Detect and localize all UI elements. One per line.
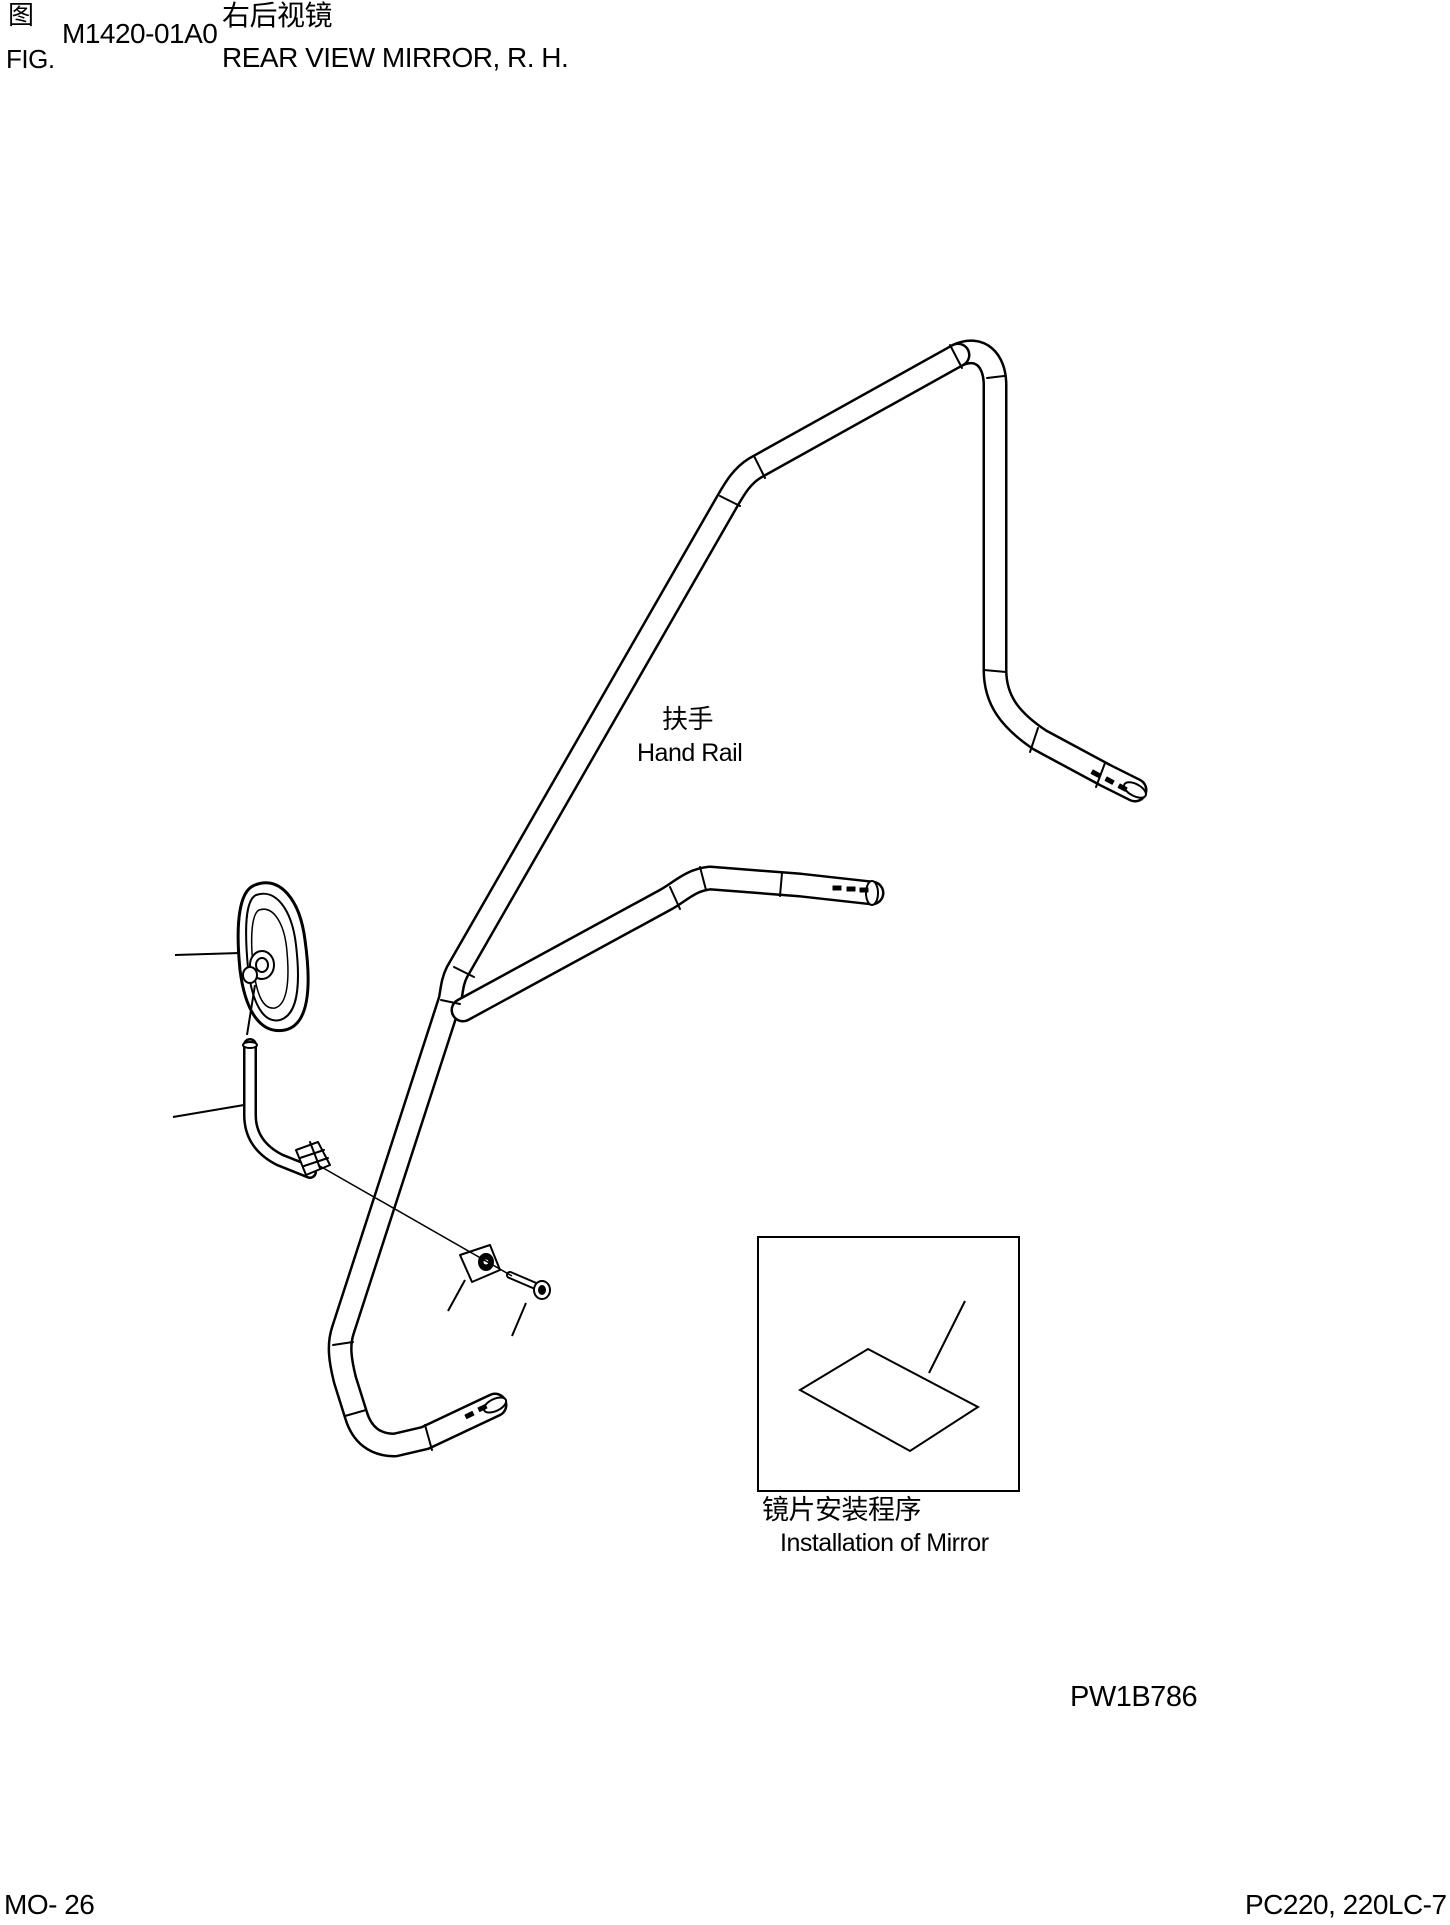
installation-inset [757,1236,1020,1492]
illustration-code: PW1B786 [1070,1681,1198,1713]
installation-label-chinese: 镜片安装程序 [762,1495,922,1525]
hand-rail-label: Hand Rail [637,739,743,767]
model-number: PC220, 220LC-7 [1245,1889,1447,1920]
clamp-and-bolt [459,1244,551,1300]
title-english: REAR VIEW MIRROR, R. H. [222,42,569,73]
assembly-line [317,1164,513,1277]
leader-lines [172,952,527,1337]
page-number: MO- 26 [4,1889,95,1920]
hand-rail [327,339,1148,1458]
fig-label: FIG. [6,44,55,74]
mirror-assembly [236,881,310,1036]
mirror-stay [242,1038,331,1179]
installation-label: Installation of Mirror [780,1529,989,1557]
title-chinese: 右后视镜 [222,0,333,31]
hand-rail-label-chinese: 扶手 [662,704,714,734]
figure-number: M1420-01A0 [62,18,218,49]
fig-label-chinese: 图 [8,0,34,30]
